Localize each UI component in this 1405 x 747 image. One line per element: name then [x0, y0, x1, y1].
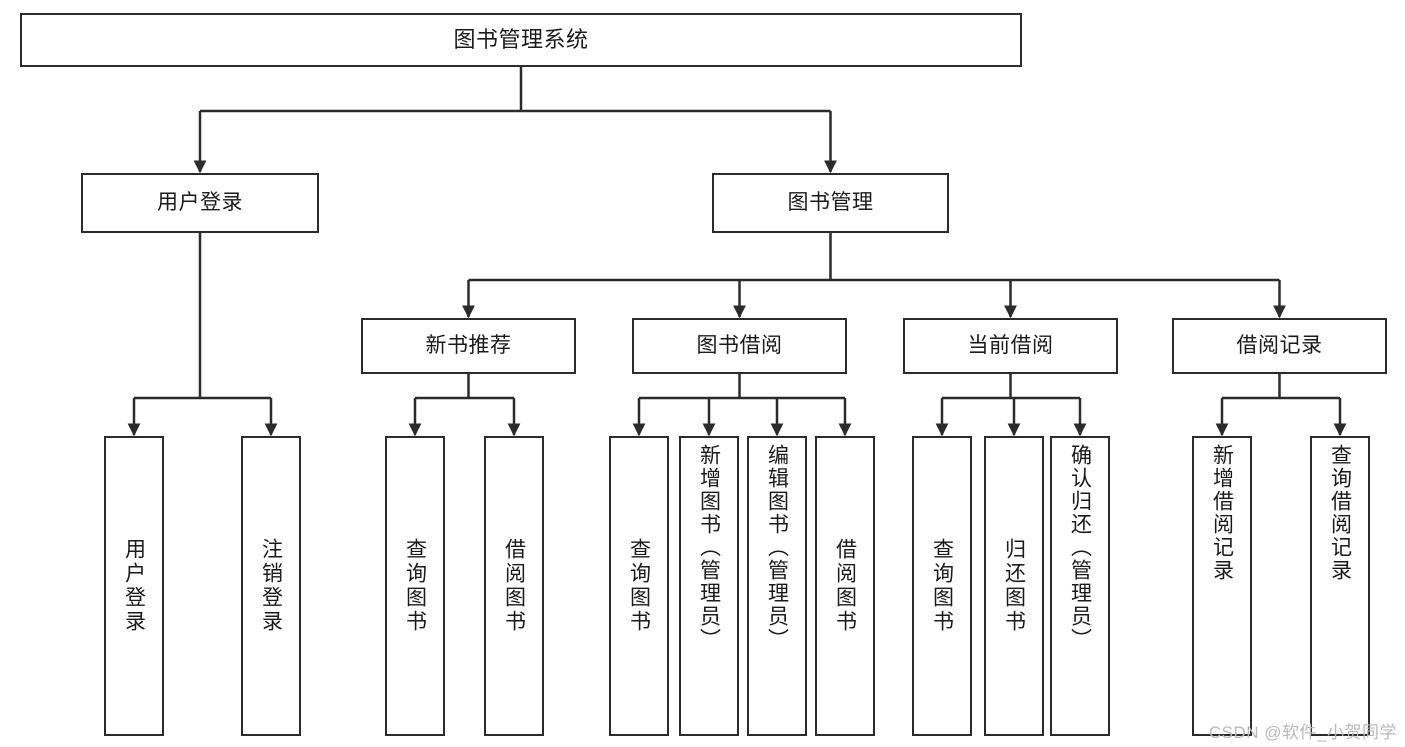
- node-leaf-borrow-2[interactable]: 借阅图书: [815, 436, 875, 736]
- node-leaf-add-rec[interactable]: 新增借阅记录: [1192, 436, 1252, 736]
- node-leaf-q-book-2[interactable]: 查询图书: [609, 436, 669, 736]
- node-label: 当前借阅: [967, 333, 1054, 357]
- watermark: CSDN @软件_小贺同学: [1208, 723, 1397, 742]
- node-new-book-rec[interactable]: 新书推荐: [361, 318, 576, 374]
- node-label: 新书推荐: [425, 333, 512, 357]
- node-borrow-record[interactable]: 借阅记录: [1172, 318, 1387, 374]
- node-label: 查询图书: [403, 538, 427, 634]
- node-label: 用户登录: [157, 190, 243, 214]
- node-user-login[interactable]: 用户登录: [81, 173, 319, 233]
- node-leaf-q-book-3[interactable]: 查询图书: [912, 436, 972, 736]
- node-label: 图书借阅: [696, 333, 783, 357]
- node-label: 注销登录: [259, 538, 283, 634]
- node-leaf-logout[interactable]: 注销登录: [241, 436, 301, 736]
- node-leaf-return[interactable]: 归还图书: [984, 436, 1044, 736]
- node-leaf-q-rec[interactable]: 查询借阅记录: [1310, 436, 1370, 736]
- node-label: 新增图书（管理员）: [697, 444, 721, 651]
- node-leaf-q-book-1[interactable]: 查询图书: [385, 436, 445, 736]
- node-label: 借阅记录: [1236, 333, 1323, 357]
- node-label: 查询借阅记录: [1328, 444, 1352, 582]
- node-label: 用户登录: [122, 538, 146, 634]
- node-leaf-user-login[interactable]: 用户登录: [104, 436, 164, 736]
- node-label: 查询图书: [627, 538, 651, 634]
- node-label: 新增借阅记录: [1210, 444, 1234, 582]
- node-root[interactable]: 图书管理系统: [20, 13, 1022, 67]
- node-book-borrow[interactable]: 图书借阅: [632, 318, 847, 374]
- node-label: 归还图书: [1002, 538, 1026, 634]
- node-label: 查询图书: [930, 538, 954, 634]
- node-label: 编辑图书（管理员）: [765, 444, 789, 651]
- node-leaf-edit-book[interactable]: 编辑图书（管理员）: [747, 436, 807, 736]
- node-label: 图书管理系统: [453, 27, 589, 53]
- node-leaf-borrow-1[interactable]: 借阅图书: [484, 436, 544, 736]
- node-label: 借阅图书: [502, 538, 526, 634]
- node-label: 借阅图书: [833, 538, 857, 634]
- node-current-borrow[interactable]: 当前借阅: [903, 318, 1118, 374]
- node-label: 图书管理: [787, 190, 874, 214]
- node-book-manage[interactable]: 图书管理: [712, 173, 949, 233]
- node-label: 确认归还（管理员）: [1068, 444, 1092, 651]
- node-leaf-add-book[interactable]: 新增图书（管理员）: [679, 436, 739, 736]
- node-leaf-confirm[interactable]: 确认归还（管理员）: [1050, 436, 1110, 736]
